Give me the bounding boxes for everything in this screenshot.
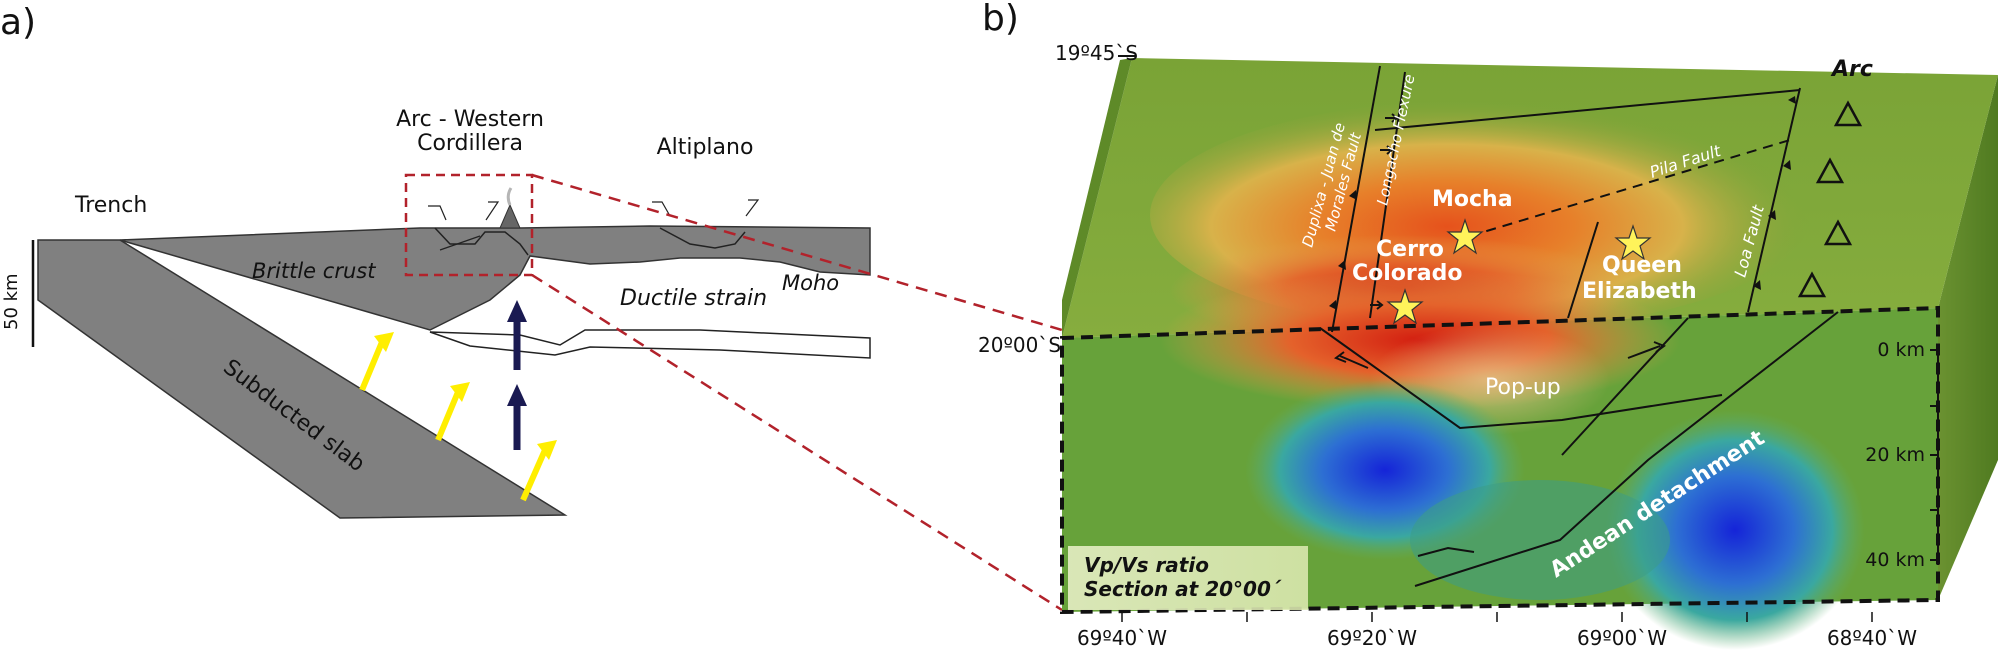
longacho-flexure-line (1369, 71, 1406, 319)
panel-b: b) (978, 0, 1998, 650)
loa-fault-line (1747, 87, 1801, 313)
altiplano-crust-fault (659, 227, 746, 249)
cerro-colorado-label-line1: Cerro (1376, 237, 1444, 262)
longitude-label: 68º40`W (1827, 626, 1917, 650)
front-blue-anomaly-right (1605, 410, 1865, 650)
zoom-box (404, 173, 534, 277)
depth-label: 0 km (1877, 339, 1925, 361)
popup-label: Pop-up (1485, 375, 1561, 400)
longitude-label: 69º20`W (1327, 626, 1417, 650)
pila-fault-line (1469, 139, 1791, 237)
queen-elizabeth-label-line1: Queen (1602, 253, 1682, 278)
arc-label-line1: Arc - Western (396, 107, 544, 132)
mocha-label: Mocha (1432, 187, 1513, 212)
zoom-connector-bottom (531, 273, 1063, 612)
ductile-strain-label: Ductile strain (620, 286, 767, 311)
plume-icon (506, 187, 513, 206)
faults (1331, 65, 1801, 333)
yellow-arrow-icon (435, 390, 461, 442)
panel-a-label: a) (0, 2, 36, 43)
volcano-triangle-icon (1833, 100, 1863, 127)
popup-right-fault (1561, 317, 1689, 456)
volcano-triangle-icon (1823, 219, 1853, 246)
trench-label: Trench (74, 193, 147, 218)
lat-top-label: 19º45`S (1055, 41, 1138, 65)
popup-lower-boundary (1319, 327, 1723, 430)
zoom-connector-top (531, 173, 1063, 332)
arc-crust-fault (434, 227, 529, 256)
navy-arrows (507, 300, 527, 450)
arc-volcanoes (1797, 100, 1863, 298)
yellow-arrows (359, 332, 557, 502)
queen-elizabeth-label-line2: Elizabeth (1582, 279, 1697, 304)
legend-line1: Vp/Vs ratio (1084, 553, 1209, 577)
arc-top-line (1374, 89, 1801, 131)
volcano-triangle-icon (1815, 157, 1845, 184)
volcano-triangle-icon (1797, 271, 1827, 298)
arc-title: Arc (1830, 57, 1873, 82)
lat-bottom-label: 20º00`S (978, 333, 1061, 357)
moho-label: Moho (782, 271, 839, 295)
cerro-colorado-label-line2: Colorado (1352, 261, 1462, 286)
longitude-ticks (1121, 612, 1873, 622)
mine-stars (1386, 218, 1652, 325)
queen-elizabeth-star-icon (1614, 224, 1652, 261)
longitude-label: 69º00`W (1577, 626, 1667, 650)
arc-label-line2: Cordillera (417, 131, 523, 156)
legend-line2: Section at 20°00´ (1084, 577, 1282, 601)
cerro-colorado-star-icon (1386, 288, 1424, 325)
volcano-icon (499, 203, 521, 229)
panel-b-label: b) (982, 0, 1019, 39)
scale-label: 50 km (1, 273, 22, 330)
brittle-crust (119, 225, 871, 331)
subducted-slab (37, 239, 568, 519)
altiplano-label: Altiplano (657, 135, 754, 160)
yellow-arrow-icon (359, 340, 385, 392)
brittle-crust-label: Brittle crust (252, 259, 376, 283)
longitude-label: 69º40`W (1077, 626, 1167, 650)
section-outline (1060, 305, 1940, 615)
yellow-arrow-icon (520, 448, 548, 502)
legend-box (1068, 546, 1308, 610)
depth-scale: 0 km 20 km 40 km (1865, 339, 1939, 571)
andean-detachment-line (1414, 311, 1839, 587)
depth-label: 20 km (1865, 444, 1925, 466)
mocha-star-icon (1446, 218, 1484, 255)
depth-label: 40 km (1865, 549, 1925, 571)
panel-a: a) 50 km Trench Arc - Western Cordillera… (0, 2, 1063, 612)
ductile-lower-boundary (429, 329, 871, 359)
block-side-face (1938, 75, 1998, 600)
queen-fault-line (1567, 221, 1599, 319)
